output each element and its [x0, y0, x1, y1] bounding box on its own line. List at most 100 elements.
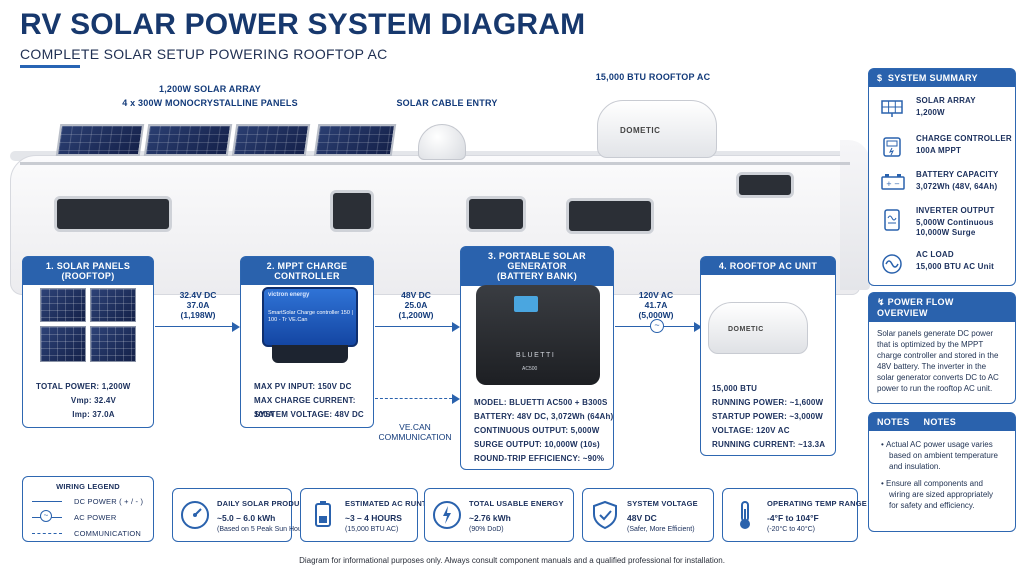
footer-disclaimer: Diagram for informational purposes only.… [299, 556, 725, 565]
dc-legend-line [32, 501, 62, 502]
generator-screen [514, 296, 538, 312]
solar-total-power: TOTAL POWER: 1,200W [36, 382, 131, 391]
summary-item-title: CHARGE CONTROLLER [916, 134, 1012, 143]
roof-solar-panel [231, 124, 311, 156]
energy-gauge-icon [431, 499, 463, 531]
sine-wave-icon: ~ [40, 510, 52, 522]
note-line: wiring are sized appropriately [889, 490, 994, 499]
controller-brand: victron energy [268, 292, 310, 298]
stat-sub: (90% DoD) [469, 526, 504, 533]
cable-entry-label: SOLAR CABLE ENTRY [396, 98, 498, 108]
power-flow-line: that is optimized by the MPPT [877, 340, 984, 349]
arrow-right-icon [232, 322, 240, 332]
system-summary-heading: $ SYSTEM SUMMARY [869, 69, 1015, 87]
power-flow-title: POWER FLOW OVERVIEW [877, 297, 954, 318]
array-label: 1,200W SOLAR ARRAY [159, 84, 261, 94]
flow-3-power: (5,000W) [638, 310, 674, 320]
generator-heading-line-2: (BATTERY BANK) [496, 271, 578, 281]
controller-max-pv: MAX PV INPUT: 150V DC [254, 382, 352, 391]
dc-legend-label: DC POWER ( + / - ) [74, 497, 144, 506]
rv-stripe [20, 162, 850, 165]
battery-icon: + − [880, 172, 905, 194]
inverter-icon [880, 208, 904, 231]
generator-brand: BLUETTI [516, 352, 556, 359]
communication-line [375, 398, 457, 399]
stat-sub: (Safer, More Efficient) [627, 526, 695, 533]
stat-card: TOTAL USABLE ENERGY ~2.76 kWh (90% DoD) [424, 488, 574, 542]
power-flow-line: Solar panels generate DC power [877, 329, 994, 338]
rv-window [330, 190, 374, 232]
roof-solar-panel [143, 124, 233, 156]
note-2: • Ensure all components and [881, 479, 983, 488]
thermometer-icon [729, 499, 761, 531]
wiring-legend-title: WIRING LEGEND [56, 482, 120, 491]
ac-unit-brand: DOMETIC [728, 326, 764, 333]
solar-panel-image [40, 326, 86, 362]
svg-text:+ −: + − [886, 180, 900, 188]
generator-efficiency: ROUND-TRIP EFFICIENCY: ~90% [474, 454, 605, 463]
sine-wave-icon: ~ [650, 319, 664, 333]
stat-sub: (15,000 BTU AC) [345, 526, 399, 533]
charge-controller-icon [880, 136, 904, 158]
stat-title: OPERATING TEMP RANGE [767, 499, 867, 508]
page-title: RV SOLAR POWER SYSTEM DIAGRAM [20, 8, 586, 41]
ac-legend-label: AC POWER [74, 513, 117, 522]
dc-power-line [155, 326, 235, 327]
solar-vmp: Vmp: 32.4V [70, 396, 117, 405]
stat-value: ~2.76 kWh [469, 513, 511, 523]
stat-title: TOTAL USABLE ENERGY [469, 499, 564, 508]
solar-generator-image [476, 285, 600, 385]
summary-item-value: 1,200W [916, 108, 945, 117]
gauge-icon [179, 499, 211, 531]
generator-model-tag: AC500 [522, 366, 538, 372]
flow-1-power: (1,198W) [180, 310, 216, 320]
flow-3-current: 41.7A [644, 300, 668, 310]
ac-btu: 15,000 BTU [712, 384, 758, 393]
solar-panel-image [40, 288, 86, 322]
arrow-right-icon [694, 322, 702, 332]
solar-panel-image [90, 326, 136, 362]
ac-unit-card: 4. ROOFTOP AC UNIT [700, 256, 836, 456]
controller-device-text: SmartSolar Charge controller 150 | 100 -… [268, 310, 353, 323]
solar-imp: Imp: 37.0A [72, 410, 115, 419]
title-underline [20, 65, 80, 68]
summary-item-title: AC LOAD [916, 250, 954, 259]
controller-terminals [272, 345, 348, 363]
controller-max-charge: MAX CHARGE CURRENT: 100A [254, 396, 356, 419]
array-sub-label: 4 x 300W MONOCRYSTALLINE PANELS [122, 98, 298, 108]
generator-continuous: CONTINUOUS OUTPUT: 5,000W [474, 426, 600, 435]
note-line: based on ambient temperature [889, 451, 998, 460]
stat-title: SYSTEM VOLTAGE [627, 499, 698, 508]
note-line: and insulation. [889, 462, 941, 471]
comm-legend-line [32, 533, 62, 534]
summary-item-title: INVERTER OUTPUT [916, 206, 995, 215]
stat-value: ~5.0 – 6.0 kWh [217, 513, 276, 523]
note-line: Ensure all components and [886, 479, 983, 488]
shield-check-icon [589, 499, 621, 531]
page-subtitle: COMPLETE SOLAR SETUP POWERING ROOFTOP AC [20, 46, 388, 62]
power-flow-heading: ↯ POWER FLOW OVERVIEW [869, 293, 1015, 322]
arrow-right-icon [452, 394, 460, 404]
power-flow-line: power to run the rooftop AC unit. [877, 384, 993, 393]
flow-2-power: (1,200W) [398, 310, 434, 320]
summary-item-value: 15,000 BTU AC Unit [916, 262, 994, 271]
flow-2-voltage: 48V DC [401, 290, 431, 300]
rv-window [566, 198, 654, 234]
notes-title: NOTES [877, 417, 910, 427]
power-flow-text: Solar panels generate DC power that is o… [869, 322, 1015, 394]
controller-system-voltage: SYSTEM VOLTAGE: 48V DC [254, 410, 364, 419]
summary-item-value: 3,072Wh (48V, 64Ah) [916, 182, 998, 191]
summary-item-value: 5,000W Continuous [916, 218, 994, 227]
generator-battery: BATTERY: 48V DC, 3,072Wh (64Ah) [474, 412, 614, 421]
notes-title-2: NOTES [923, 417, 957, 427]
power-flow-line: 48V battery. The inverter in the [877, 362, 987, 371]
wiring-legend-card [22, 476, 154, 542]
dollar-icon: $ [877, 73, 888, 83]
solar-panel-icon [880, 98, 904, 120]
stat-sub: (-20°C to 40°C) [767, 526, 816, 533]
rv-cab [840, 140, 870, 290]
dc-power-line [375, 326, 455, 327]
summary-item-value-2: 10,000W Surge [916, 228, 976, 237]
comm-label-2: COMMUNICATION [378, 432, 452, 442]
